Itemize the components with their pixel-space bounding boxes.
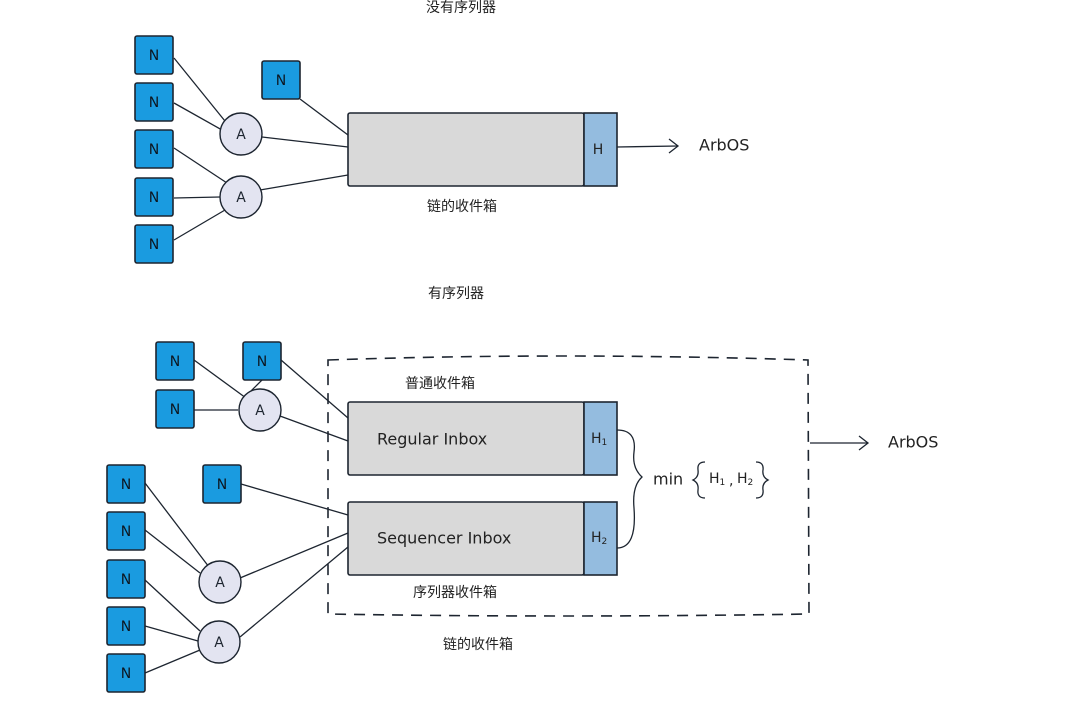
bottom-output-arrowhead bbox=[858, 435, 870, 451]
bottom-node: N bbox=[106, 606, 146, 646]
bottom-edge bbox=[144, 579, 201, 632]
node-label: N bbox=[149, 237, 159, 253]
top-aggregator: A bbox=[219, 175, 263, 219]
sequencer-inbox-caption: 序列器收件箱 bbox=[413, 585, 497, 601]
regular-inbox: Regular Inbox H1 bbox=[347, 401, 618, 476]
node-label: N bbox=[149, 48, 159, 64]
regular-head-label: H1 bbox=[591, 431, 607, 448]
bottom-edge bbox=[193, 359, 247, 399]
bottom-node: N bbox=[242, 341, 282, 381]
bottom-edge bbox=[240, 483, 349, 516]
bottom-node: N bbox=[106, 559, 146, 599]
node-label: N bbox=[257, 354, 267, 370]
top-edge bbox=[261, 136, 349, 148]
aggregator-label: A bbox=[255, 403, 265, 419]
top-output-arrow bbox=[616, 145, 679, 148]
bottom-edge bbox=[279, 415, 349, 442]
top-edge bbox=[259, 174, 349, 191]
node-label: N bbox=[149, 142, 159, 158]
node-label: N bbox=[170, 402, 180, 418]
bottom-edges bbox=[144, 359, 870, 674]
bottom-aggregator: A bbox=[197, 620, 241, 664]
top-output-arrowhead bbox=[668, 138, 680, 154]
top-edge bbox=[173, 57, 230, 127]
bottom-edge bbox=[144, 649, 201, 674]
chain-inbox-boundary bbox=[327, 355, 810, 617]
top-aggregator: A bbox=[219, 112, 263, 156]
bottom-node: N bbox=[155, 389, 195, 429]
node-label: N bbox=[170, 354, 180, 370]
node-label: N bbox=[121, 619, 131, 635]
chain-inbox-caption: 链的收件箱 bbox=[443, 637, 513, 653]
node-label: N bbox=[121, 477, 131, 493]
bottom-edge bbox=[239, 546, 349, 638]
top-inbox-caption: 链的收件箱 bbox=[427, 199, 497, 215]
node-label: N bbox=[149, 95, 159, 111]
top-node: N bbox=[134, 82, 174, 122]
bottom-edge bbox=[144, 482, 210, 568]
min-set-close-brace bbox=[755, 461, 770, 499]
aggregator-label: A bbox=[214, 635, 224, 651]
bottom-node: N bbox=[106, 464, 146, 504]
top-node: N bbox=[134, 129, 174, 169]
bottom-edge bbox=[144, 625, 199, 642]
bottom-edge bbox=[250, 379, 263, 392]
node-label: N bbox=[121, 524, 131, 540]
bottom-aggregator: A bbox=[238, 388, 282, 432]
top-edge bbox=[173, 196, 221, 199]
sequencer-head-label: H2 bbox=[591, 530, 607, 547]
min-set-h1: H1 bbox=[709, 471, 725, 488]
min-set-open-brace bbox=[691, 461, 706, 499]
node-label: N bbox=[276, 73, 286, 89]
bottom-node: N bbox=[202, 464, 242, 504]
min-set-h2: H2 bbox=[737, 471, 753, 488]
bottom-aggregator: A bbox=[198, 560, 242, 604]
top-node: N bbox=[134, 177, 174, 217]
bottom-title: 有序列器 bbox=[428, 286, 484, 302]
bottom-node: N bbox=[106, 511, 146, 551]
top-edges bbox=[173, 57, 680, 241]
min-set-separator: , bbox=[729, 473, 733, 489]
bottom-edge bbox=[144, 529, 201, 574]
top-edge bbox=[173, 102, 223, 131]
node-label: N bbox=[121, 572, 131, 588]
min-label: min bbox=[653, 470, 683, 489]
min-connector-brace bbox=[616, 429, 643, 549]
top-node: N bbox=[134, 224, 174, 264]
top-node: N bbox=[261, 60, 301, 100]
bottom-edge bbox=[280, 359, 349, 419]
node-label: N bbox=[149, 190, 159, 206]
regular-inbox-caption: 普通收件箱 bbox=[405, 376, 475, 392]
top-edge bbox=[173, 147, 228, 184]
bottom-edge bbox=[239, 532, 349, 579]
node-label: N bbox=[217, 477, 227, 493]
sequencer-inbox-label: Sequencer Inbox bbox=[377, 529, 511, 548]
sequencer-inbox: Sequencer Inbox H2 bbox=[347, 501, 618, 576]
aggregator-label: A bbox=[236, 190, 246, 206]
bottom-arbos-label: ArbOS bbox=[888, 433, 938, 452]
top-node: N bbox=[134, 35, 174, 75]
top-edge bbox=[173, 209, 226, 241]
aggregator-label: A bbox=[215, 575, 225, 591]
regular-inbox-label: Regular Inbox bbox=[377, 430, 487, 449]
bottom-node: N bbox=[106, 653, 146, 693]
top-chain-inbox: H bbox=[347, 112, 618, 187]
bottom-node: N bbox=[155, 341, 195, 381]
aggregator-label: A bbox=[236, 127, 246, 143]
top-arbos-label: ArbOS bbox=[699, 136, 749, 155]
top-head-label: H bbox=[593, 142, 604, 158]
node-label: N bbox=[121, 666, 131, 682]
top-edge bbox=[299, 98, 349, 136]
top-title: 没有序列器 bbox=[426, 0, 496, 16]
